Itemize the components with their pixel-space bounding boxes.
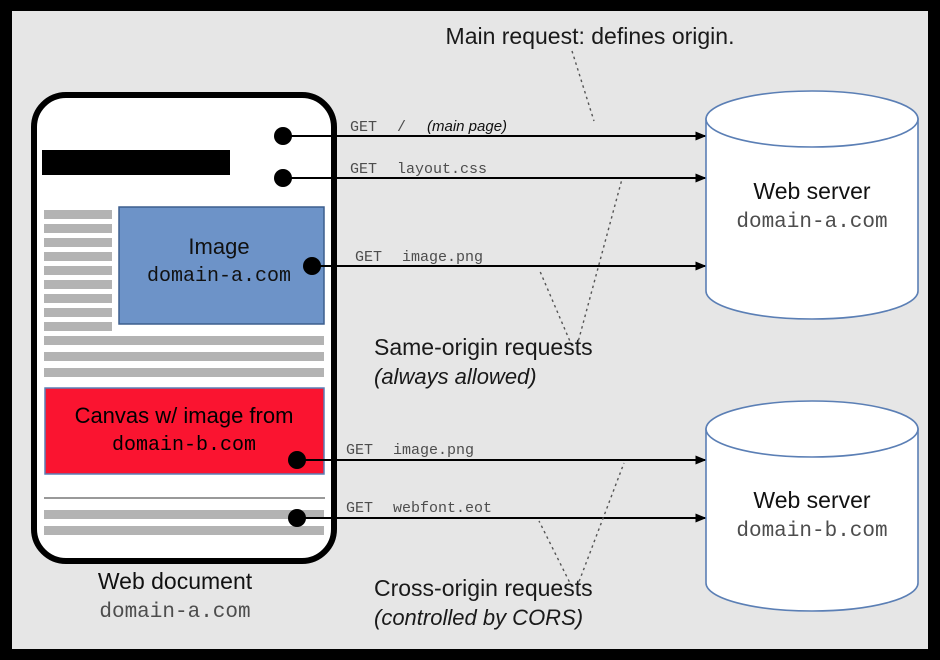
text-lines-bottom <box>44 510 324 535</box>
image-block <box>118 206 325 325</box>
request-1-note: (main page) <box>427 118 507 135</box>
canvas-block <box>44 387 325 475</box>
image-block-label: Image <box>188 234 249 259</box>
canvas-block-label: Canvas w/ image from <box>75 403 294 428</box>
server-cylinder-b <box>705 400 919 612</box>
request-3-path: image.png <box>402 249 483 266</box>
request-1-path: / <box>397 119 406 136</box>
request-label-1: GET / (main page) <box>350 118 507 136</box>
leader-lines <box>538 50 625 588</box>
request-arrows <box>283 131 707 523</box>
server-b-title: Web server <box>753 487 871 513</box>
server-a-domain: domain-a.com <box>736 211 887 234</box>
request-5-method: GET <box>346 500 373 517</box>
web-document-window <box>31 92 337 564</box>
divider-rule <box>44 497 325 499</box>
same-origin-title: Same-origin requests <box>374 334 593 360</box>
request-label-3: GET image.png <box>355 249 483 266</box>
diagram-svg: Main request: defines origin. GET / (mai… <box>31 23 919 630</box>
cross-origin-title: Cross-origin requests <box>374 575 593 601</box>
document-header-bar <box>42 150 230 175</box>
request-5-path: webfont.eot <box>393 500 492 517</box>
request-label-4: GET image.png <box>346 442 474 459</box>
image-block-domain: domain-a.com <box>147 265 291 288</box>
leader-cross-origin-up <box>576 462 625 588</box>
diagram-canvas: Main request: defines origin. GET / (mai… <box>12 11 928 649</box>
web-document-caption-domain: domain-a.com <box>99 601 250 624</box>
canvas-block-domain: domain-b.com <box>112 434 256 457</box>
server-b-domain: domain-b.com <box>736 520 887 543</box>
web-document-caption-title: Web document <box>98 568 253 594</box>
request-2-path: layout.css <box>397 161 487 178</box>
title-main-request: Main request: defines origin. <box>446 23 735 49</box>
cross-origin-subtitle: (controlled by CORS) <box>374 605 583 630</box>
leader-same-origin-left <box>538 268 573 347</box>
request-label-2: GET layout.css <box>350 161 487 178</box>
text-lines-mid <box>44 336 324 377</box>
request-3-method: GET <box>355 249 382 266</box>
request-label-5: GET webfont.eot <box>346 500 492 517</box>
leader-cross-origin-left <box>538 520 573 588</box>
leader-main-request <box>571 50 595 122</box>
server-a-title: Web server <box>753 178 871 204</box>
request-2-method: GET <box>350 161 377 178</box>
text-lines-left-column <box>44 210 112 331</box>
server-cylinder-a <box>705 90 919 320</box>
request-1-method: GET <box>350 119 377 136</box>
request-4-method: GET <box>346 442 373 459</box>
same-origin-subtitle: (always allowed) <box>374 364 537 389</box>
request-4-path: image.png <box>393 442 474 459</box>
leader-same-origin-up <box>576 178 623 347</box>
